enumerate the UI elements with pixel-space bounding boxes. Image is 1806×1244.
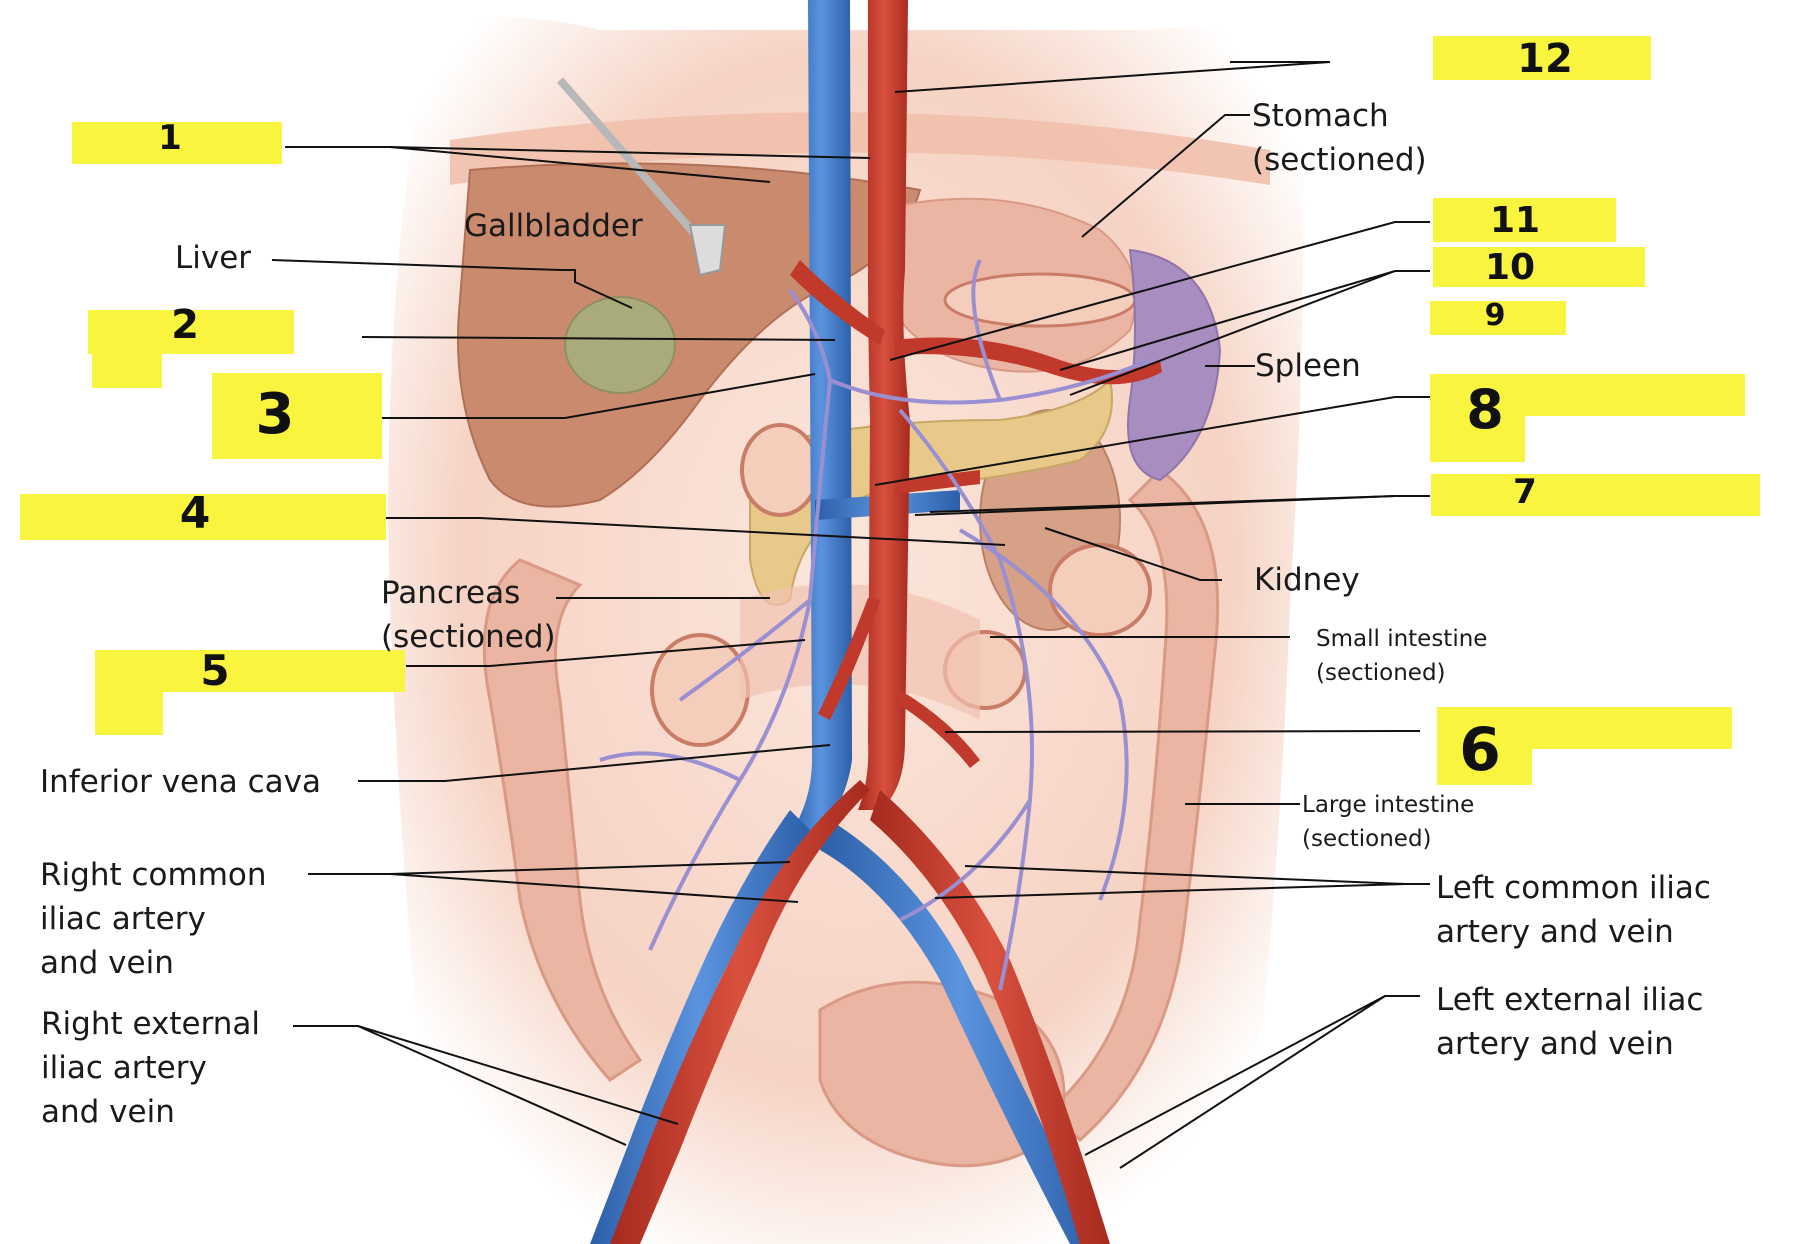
blank-highlight-2b: [92, 350, 162, 388]
inferior-mesenteric-artery: [895, 690, 980, 768]
label-kidney: Kidney: [1254, 562, 1360, 598]
blank-highlight-1: [72, 122, 282, 164]
blank-highlight-9: [1430, 301, 1566, 335]
splenic-artery: [895, 337, 1162, 385]
blank-number-12: 12: [1517, 36, 1573, 82]
blank-number-7: 7: [1513, 472, 1537, 512]
label-large-intestine: Large intestine(sectioned): [1302, 792, 1475, 852]
label-gallbladder: Gallbladder: [464, 208, 643, 244]
blank-number-10: 10: [1484, 247, 1536, 288]
right-common-iliac-artery: [610, 780, 870, 1244]
label-small-intestine: Small intestine(sectioned): [1316, 626, 1488, 686]
left-common-iliac-artery: [870, 790, 1110, 1244]
label-pancreas: Pancreas(sectioned): [381, 575, 556, 655]
blank-highlight-7: [1431, 474, 1760, 516]
blank-highlight-4: [20, 494, 386, 540]
blank-highlight-6b: [1437, 740, 1532, 785]
gallbladder: [564, 296, 676, 394]
blank-number-5: 5: [200, 646, 230, 695]
inferior-vena-cava: [790, 0, 852, 840]
label-liver: Liver: [175, 240, 252, 276]
intestine-section-2: [1048, 543, 1152, 637]
blank-highlight-12: [1433, 36, 1651, 80]
leader-lines: [271, 61, 1430, 1169]
label-spleen: Spleen: [1255, 348, 1361, 384]
renal-artery: [895, 470, 980, 494]
intestine-section-1: [740, 423, 820, 517]
blank-number-8: 8: [1466, 378, 1504, 441]
label-stomach: Stomach(sectioned): [1252, 98, 1427, 178]
retractor-rod: [556, 77, 704, 243]
blank-highlight-11: [1433, 198, 1616, 242]
blank-number-6: 6: [1459, 715, 1501, 785]
blank-number-11: 11: [1489, 200, 1541, 241]
label-inferior-vena-cava: Inferior vena cava: [40, 764, 321, 800]
diaphragm: [450, 112, 1270, 185]
retractor-blade: [688, 224, 727, 277]
left-iliac-vein: [820, 820, 1100, 1244]
large-intestine: [482, 558, 643, 1082]
blank-number-3: 3: [255, 382, 295, 447]
blank-highlight-2: [88, 310, 294, 354]
blank-number-1: 1: [158, 118, 182, 158]
blank-highlight-3: [212, 373, 382, 459]
blank-highlight-10: [1433, 247, 1645, 287]
blank-number-4: 4: [179, 488, 211, 539]
superior-mesenteric-artery: [818, 598, 880, 720]
blank-number-9: 9: [1484, 298, 1506, 333]
spleen: [1127, 248, 1222, 482]
blank-highlight-5b: [95, 685, 163, 735]
blank-number-2: 2: [171, 302, 199, 348]
liver: [457, 162, 922, 508]
hepatic-artery: [790, 260, 885, 345]
blank-highlight-8b: [1430, 408, 1525, 462]
portal-venous-system: [599, 259, 1151, 991]
